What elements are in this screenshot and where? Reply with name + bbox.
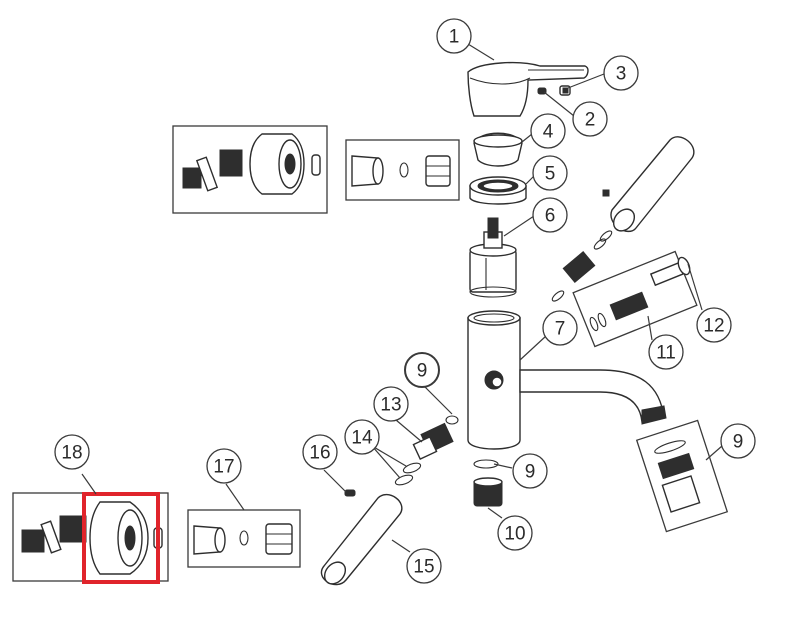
callout-9-left: 9 <box>404 352 440 388</box>
part-18-adaptor <box>21 501 163 575</box>
callouts: 1 2 3 4 5 6 7 12 11 9 9 9 10 13 14 16 15… <box>54 18 756 584</box>
callout-4: 4 <box>530 113 566 149</box>
top-middle-connector <box>351 155 451 187</box>
callout-14-label: 14 <box>351 428 373 449</box>
part-16-screw <box>344 489 356 497</box>
spout-small-parts <box>551 230 613 302</box>
callout-18-label: 18 <box>61 443 82 464</box>
callout-9-middle: 9 <box>512 453 548 489</box>
callout-7: 7 <box>542 310 578 346</box>
callout-9-middle-label: 9 <box>525 462 536 483</box>
callout-12-label: 12 <box>703 316 724 337</box>
callout-5: 5 <box>532 155 568 191</box>
panel-aerator <box>635 419 729 533</box>
callout-1-label: 1 <box>449 27 460 48</box>
callout-16-label: 16 <box>309 443 330 464</box>
leader-lines <box>81 43 723 553</box>
part-3-cap <box>559 85 571 96</box>
callout-7-label: 7 <box>555 319 566 340</box>
part-17-connector <box>193 523 293 555</box>
part-6-cartridge <box>469 217 517 298</box>
callout-12: 12 <box>696 307 732 343</box>
callout-1: 1 <box>436 18 472 54</box>
top-left-adaptor <box>182 133 321 195</box>
part-10-base-nut <box>473 477 503 507</box>
part-11-diverter <box>589 291 649 332</box>
spout-tube <box>602 136 695 233</box>
callout-15-label: 15 <box>413 557 434 578</box>
callout-9-left-label: 9 <box>417 361 428 382</box>
part-15-sleeve <box>320 493 403 586</box>
callout-13: 13 <box>373 386 409 422</box>
callout-9-right: 9 <box>720 423 756 459</box>
callout-11: 11 <box>648 334 684 370</box>
callout-14: 14 <box>344 419 380 455</box>
part-14-orings <box>394 462 422 486</box>
callout-10-label: 10 <box>504 524 525 545</box>
part-1-lever-handle <box>467 61 589 117</box>
callout-3: 3 <box>603 55 639 91</box>
callout-13-label: 13 <box>380 395 401 416</box>
callout-2: 2 <box>572 101 608 137</box>
callout-4-label: 4 <box>543 122 554 143</box>
part-12-plunger <box>649 256 691 287</box>
highlight-box <box>82 492 160 584</box>
part-7-body <box>467 310 667 450</box>
callout-5-label: 5 <box>545 164 556 185</box>
callout-18: 18 <box>54 434 90 470</box>
part-5-lock-nut <box>469 176 527 205</box>
aerator-parts <box>654 440 701 513</box>
callout-11-label: 11 <box>656 343 676 364</box>
part-4-cover-ring <box>473 132 523 167</box>
part-13-diverter-valve <box>412 422 454 460</box>
part-9-oring-left <box>445 415 459 425</box>
callout-6: 6 <box>532 197 568 233</box>
callout-6-label: 6 <box>545 206 556 227</box>
callout-16: 16 <box>302 434 338 470</box>
callout-10: 10 <box>497 515 533 551</box>
callout-2-label: 2 <box>585 110 596 131</box>
callout-15: 15 <box>406 548 442 584</box>
callout-17-label: 17 <box>213 457 234 478</box>
callout-3-label: 3 <box>616 64 627 85</box>
part-9-oring-middle <box>473 459 499 469</box>
callout-9-right-label: 9 <box>733 432 744 453</box>
callout-17: 17 <box>206 448 242 484</box>
